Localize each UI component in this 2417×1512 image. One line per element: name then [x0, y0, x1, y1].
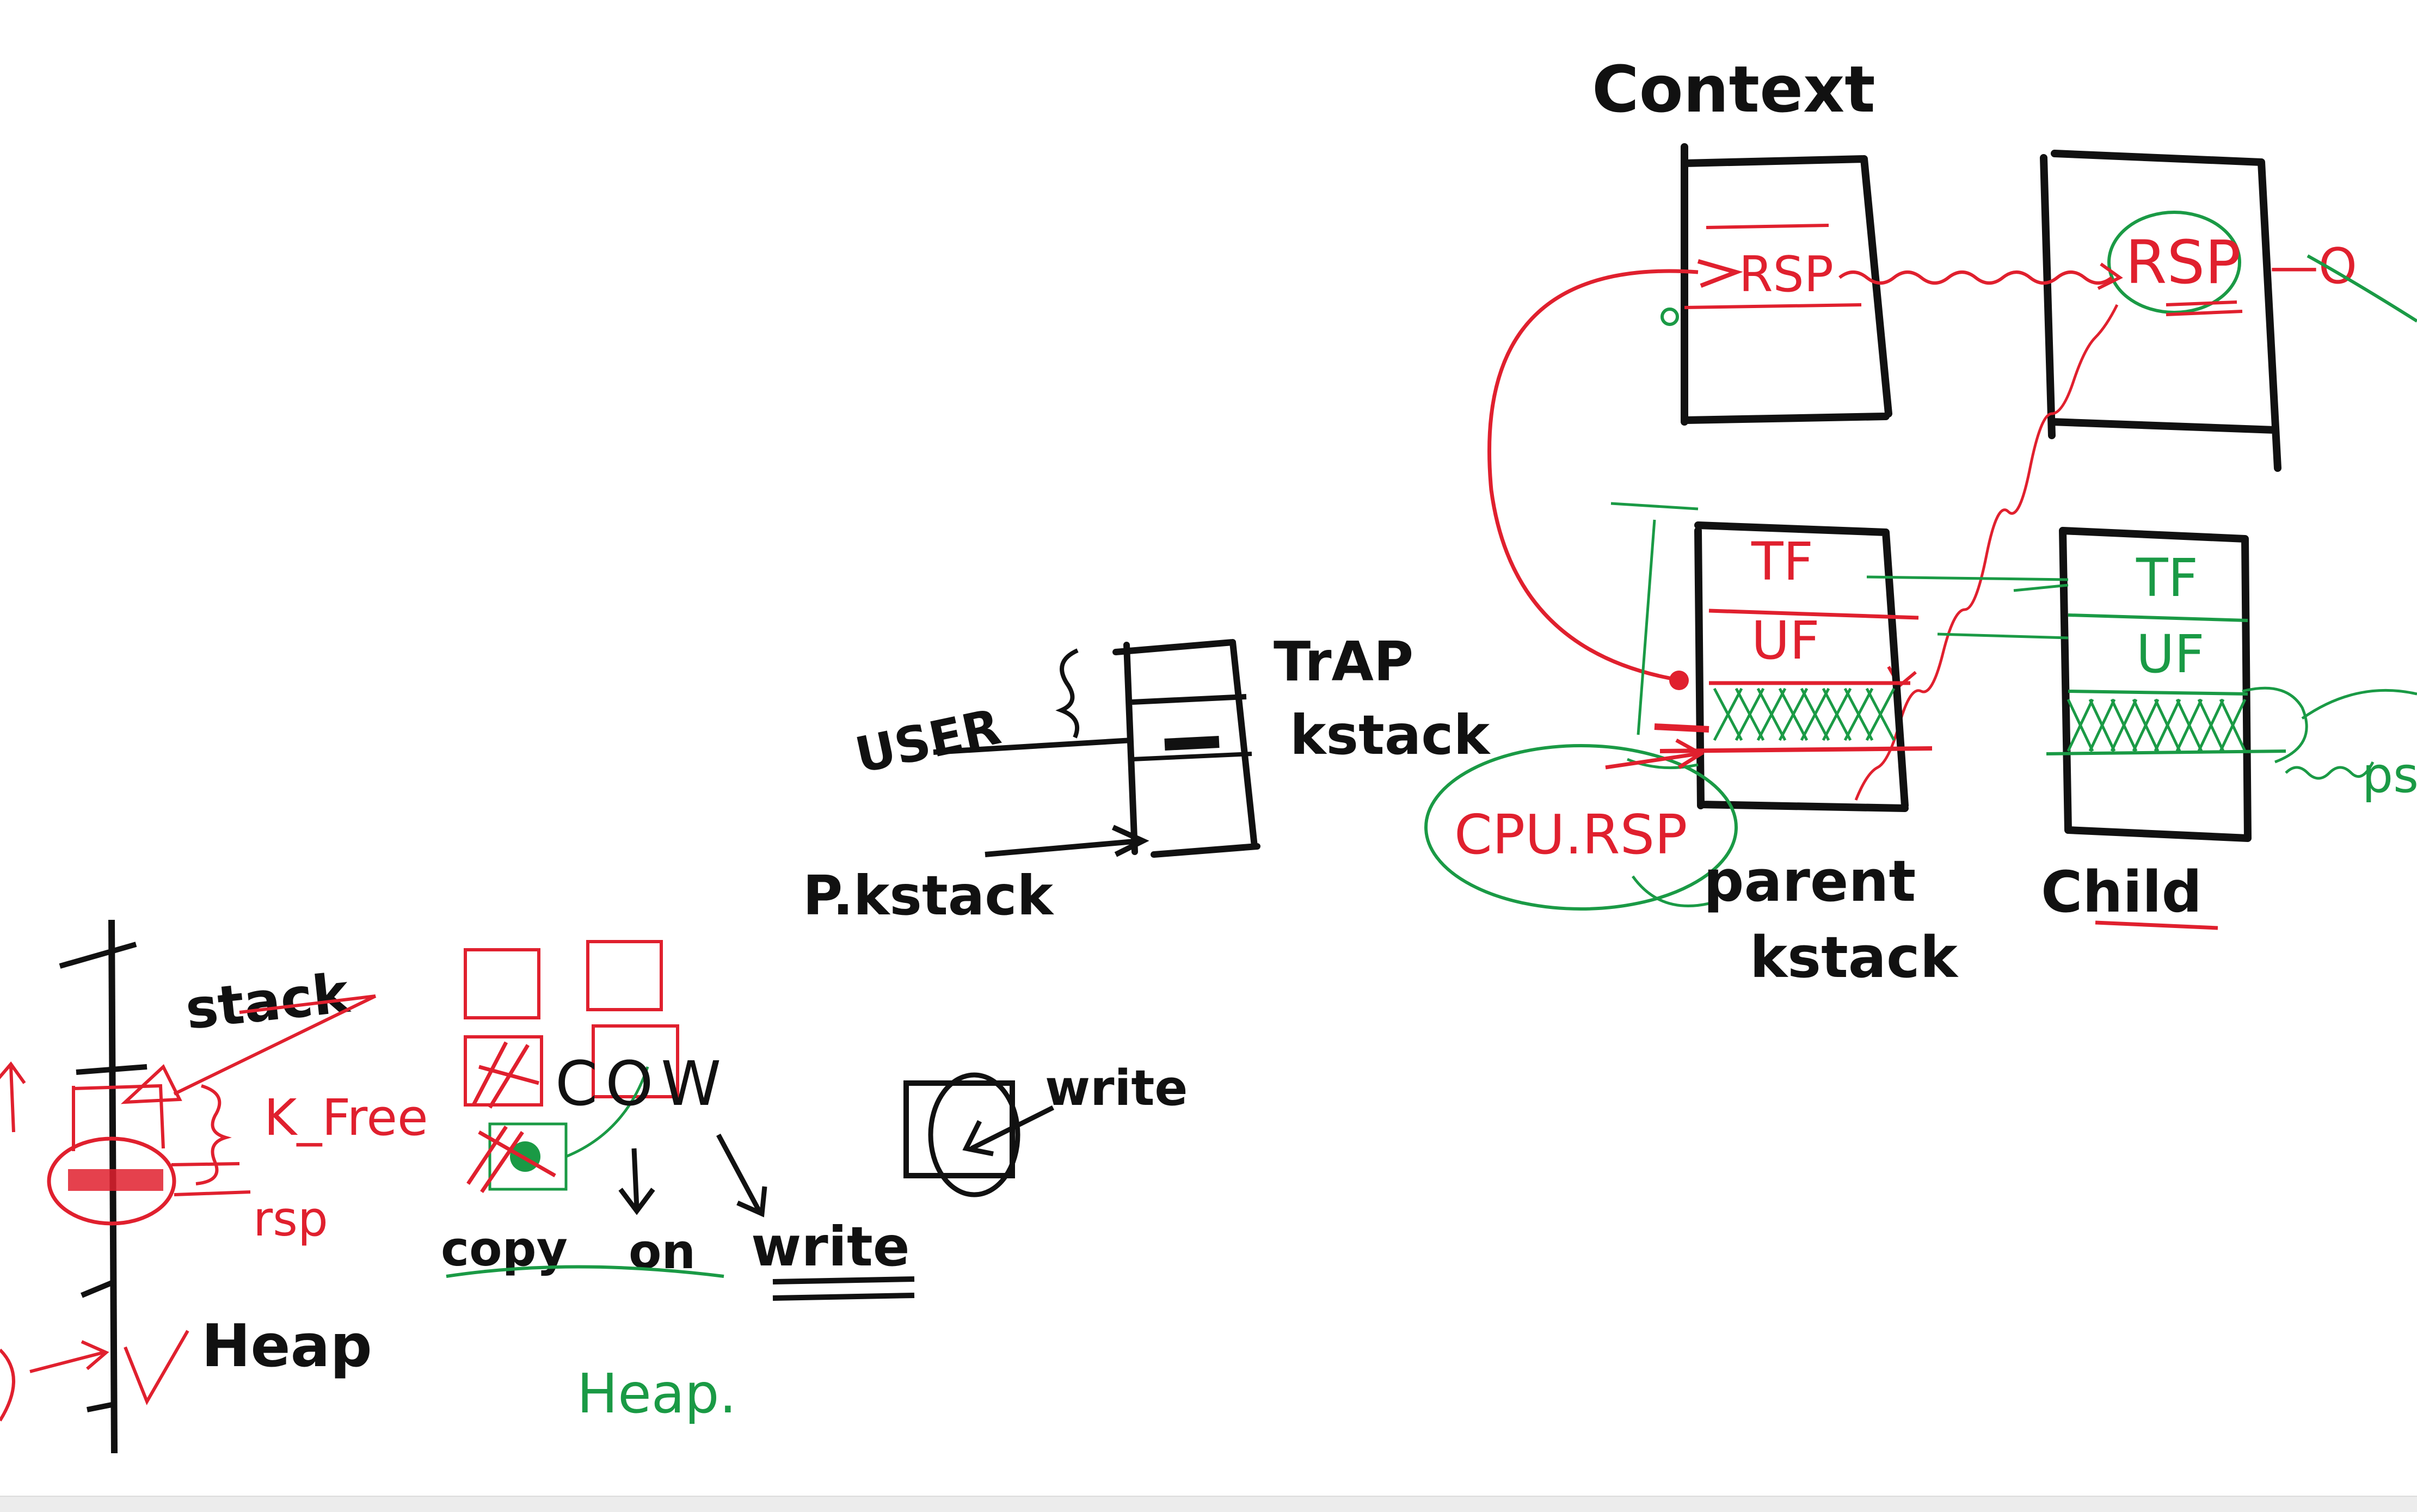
- axis-tick-mid: [81, 1279, 115, 1298]
- parent-context-divider-2: [1684, 303, 1862, 309]
- cpu-rsp-label: CPU.RSP: [1454, 803, 1687, 866]
- cow-arrow-1: [618, 1148, 655, 1215]
- axis-tick-bottom: [87, 1402, 115, 1412]
- rsp-parent-label: RSP: [1739, 246, 1834, 303]
- rsp-to-kstack-curve: [1487, 269, 1699, 683]
- cow-page-2: [586, 940, 663, 1011]
- parent-label: parent: [1703, 848, 1916, 914]
- tf-link-green: [1866, 575, 2069, 592]
- cow-page-3: [464, 1035, 543, 1107]
- tf-child-label: TF: [2136, 548, 2198, 609]
- rsp-ellipse: [47, 1136, 176, 1226]
- k-free-brace: [195, 1084, 232, 1185]
- write-under-label: write: [751, 1215, 910, 1279]
- uf-link-green: [1937, 632, 2069, 640]
- write-box: [903, 1080, 1015, 1178]
- user-label: USER: [851, 698, 1006, 785]
- stack-red-diagonal: [173, 994, 377, 1096]
- up-arrow-red: [0, 1061, 26, 1133]
- child-side-label: ps: [2362, 747, 2417, 804]
- rsp-child-label: RSP: [2125, 228, 2241, 297]
- rsp-small-label: rsp: [253, 1191, 328, 1247]
- cow-arrow-2: [716, 1133, 767, 1218]
- write-underline-1: [772, 1276, 915, 1284]
- parent-kstack-label: kstack: [1750, 924, 1959, 991]
- write-top-label: write: [1045, 1060, 1188, 1117]
- child-side-green-curve: [2242, 686, 2417, 764]
- parent-context-divider: [1706, 224, 1829, 229]
- user-arrow: [933, 737, 1133, 755]
- write-arrow: [962, 1105, 1055, 1157]
- cow-red-strike-2: [466, 1126, 556, 1193]
- rsp-pointer-2: [171, 1162, 240, 1166]
- red-dot: [1669, 671, 1689, 690]
- heap-green-label: Heap.: [577, 1362, 736, 1425]
- child-context-box: [2040, 150, 2281, 472]
- cpu-rsp-green-curve: [1631, 875, 1709, 907]
- child-kstack-box: [2059, 527, 2252, 842]
- rsp-link-arrowhead: [2097, 262, 2123, 290]
- uf-parent-label: UF: [1751, 610, 1819, 671]
- stack-red-triangle: [120, 1064, 182, 1104]
- stack-strike: [239, 994, 376, 1014]
- copy-on-green-underline: [446, 1265, 724, 1278]
- axis-tick-top: [59, 942, 137, 969]
- kstack-label: kstack: [1290, 703, 1491, 767]
- trap-kstack-divider: [1131, 694, 1247, 705]
- heap-check: [124, 1330, 189, 1405]
- child-context-tail: —O: [2270, 238, 2357, 295]
- context-title: Context: [1592, 52, 1875, 127]
- uf-bottom-child: [2068, 690, 2248, 696]
- write-circle: [928, 1072, 1020, 1197]
- k-free-label: K_Free: [264, 1089, 428, 1147]
- trap-kstack-box: [1112, 639, 1260, 858]
- parent-red-left-mark: [1654, 723, 1709, 733]
- tf-uf-divider-child: [2068, 613, 2248, 622]
- rsp-pointer: [174, 1190, 251, 1196]
- rsp-link-wave: [1838, 271, 2113, 285]
- trap-kstack-divider-2: [1131, 752, 1252, 761]
- cow-page-1: [464, 948, 540, 1019]
- trap-kstack-thick: [1164, 736, 1220, 751]
- heap-arrow-red: [29, 1340, 109, 1373]
- cow-green-curve: [565, 1066, 649, 1158]
- rsp-scribble: [68, 1169, 163, 1191]
- cpu-rsp-arrow: [1605, 738, 1705, 770]
- child-hatched-area: [2067, 698, 2247, 752]
- heap-black-label: Heap: [201, 1312, 372, 1380]
- p-kstack-arrow: [985, 825, 1149, 857]
- child-label: Child: [2041, 859, 2202, 925]
- parent-hatched-area: [1713, 687, 1896, 741]
- tf-parent-label: TF: [1751, 531, 1813, 592]
- trap-label: TrAP: [1274, 630, 1413, 693]
- child-side-wave: [2285, 761, 2375, 780]
- cow-label: COW: [555, 1049, 729, 1120]
- green-dot: [1660, 308, 1679, 326]
- bottom-scroll-bar[interactable]: [0, 1496, 2417, 1512]
- stack-red-box: [72, 1084, 165, 1151]
- rsp-child-highlight: [2107, 211, 2241, 314]
- child-context-green-curve: [2307, 254, 2417, 323]
- rsp-child-to-uf-wave: [1854, 304, 2119, 801]
- cpu-rsp-ellipse: [1424, 744, 1738, 911]
- parent-context-box: [1681, 143, 1892, 426]
- rsp-parent-arrow-in: [1697, 259, 1743, 288]
- parent-kstack-box: [1694, 521, 1909, 812]
- heap-circle-edge: [0, 1348, 15, 1422]
- child-context-red-lines: [2166, 300, 2243, 316]
- cow-page-3-strike: [471, 1041, 539, 1109]
- uf-child-label: UF: [2136, 624, 2204, 685]
- tf-uf-divider-parent: [1708, 609, 1919, 620]
- user-brace: [1055, 648, 1079, 739]
- p-kstack-label: P.kstack: [803, 864, 1055, 927]
- child-label-underline: [2095, 920, 2218, 930]
- axis-tick-stack: [76, 1064, 147, 1075]
- child-hatched-bottom-green: [2046, 749, 2286, 755]
- parent-hatched-bottom-red: [1659, 746, 1933, 753]
- write-underline-2: [772, 1293, 915, 1301]
